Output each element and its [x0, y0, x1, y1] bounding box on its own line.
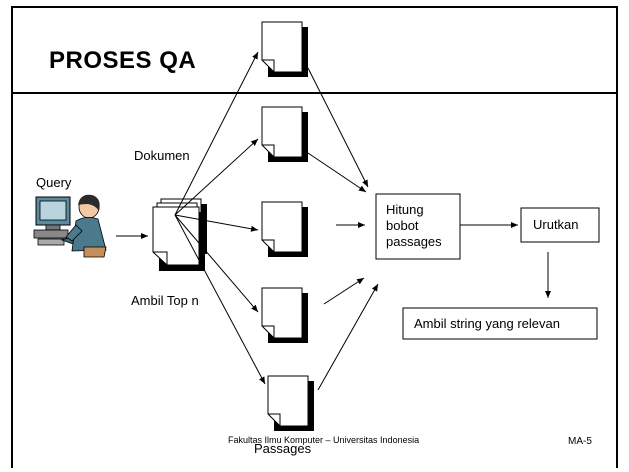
query-label: Query: [36, 175, 72, 190]
passage-document-4-icon: [261, 287, 309, 344]
documents-label: Dokumen: [134, 148, 190, 163]
passage-document-1-icon: [261, 21, 309, 78]
passage-document-5-icon: [267, 375, 315, 432]
passage-to-scoring-arrows: [307, 67, 379, 391]
passage-document-2-icon: [261, 106, 309, 163]
scoring-line-2: bobot: [386, 218, 419, 233]
top-n-label: Ambil Top n: [131, 293, 199, 308]
scoring-line-1: Hitung: [386, 202, 424, 217]
scoring-box-text: Hitung bobot passages: [386, 202, 442, 250]
slide-frame: [11, 6, 618, 468]
user-at-computer-icon: [33, 194, 107, 258]
extract-box-text: Ambil string yang relevan: [414, 316, 560, 332]
title-divider: [13, 92, 616, 94]
scoring-line-3: passages: [386, 234, 442, 249]
fan-out-arrows: [174, 51, 266, 385]
document-stack-icon: [152, 198, 208, 271]
passages-label: Passages: [254, 441, 312, 456]
slide-title: PROSES QA: [49, 47, 197, 74]
passage-document-3-icon: [261, 201, 309, 258]
footer-institution: Fakultas Ilmu Komputer – Universitas Ind…: [228, 435, 420, 445]
footer-page-number: MA-5: [568, 436, 592, 447]
sort-box-text: Urutkan: [533, 217, 579, 233]
